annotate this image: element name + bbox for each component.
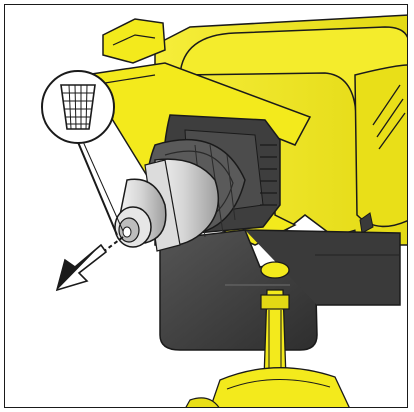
device-illustration [41, 14, 407, 407]
pull-direction-arrow [55, 236, 124, 292]
support-stand [185, 261, 350, 407]
illustration-frame [4, 4, 408, 408]
connector-nozzle [114, 158, 220, 252]
filter-basket-icon [60, 84, 96, 130]
